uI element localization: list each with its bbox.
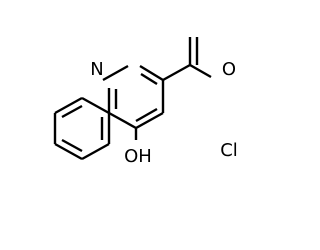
bond-c8a-c8 (81, 96, 110, 115)
bond-c6-c5-inner (61, 138, 83, 153)
atom-label-carbonyl-oxygen: O (222, 59, 236, 80)
bond-c4-c4a-inner (135, 107, 158, 123)
bond-c3-carbonyl (162, 63, 191, 82)
bond-c4-c4a (135, 111, 164, 130)
molecule-structure: N O Cl OH (53, 37, 238, 167)
bond-c2-c3-inner (140, 72, 158, 86)
bond-c8-c7-inner (61, 104, 83, 119)
bond-c8-c7 (54, 96, 83, 115)
bond-n1-c2 (102, 64, 129, 82)
bond-c6-c5 (54, 142, 83, 161)
atom-label-nitrogen: N (90, 59, 103, 80)
bond-c5-c4a (81, 142, 110, 161)
bond-c2-c3 (139, 64, 164, 82)
bond-carbonyl-cl (189, 63, 212, 79)
atom-label-hydroxyl: OH (124, 146, 152, 167)
bond-c4a-c8a (108, 111, 137, 130)
atom-label-chlorine: Cl (220, 140, 238, 161)
